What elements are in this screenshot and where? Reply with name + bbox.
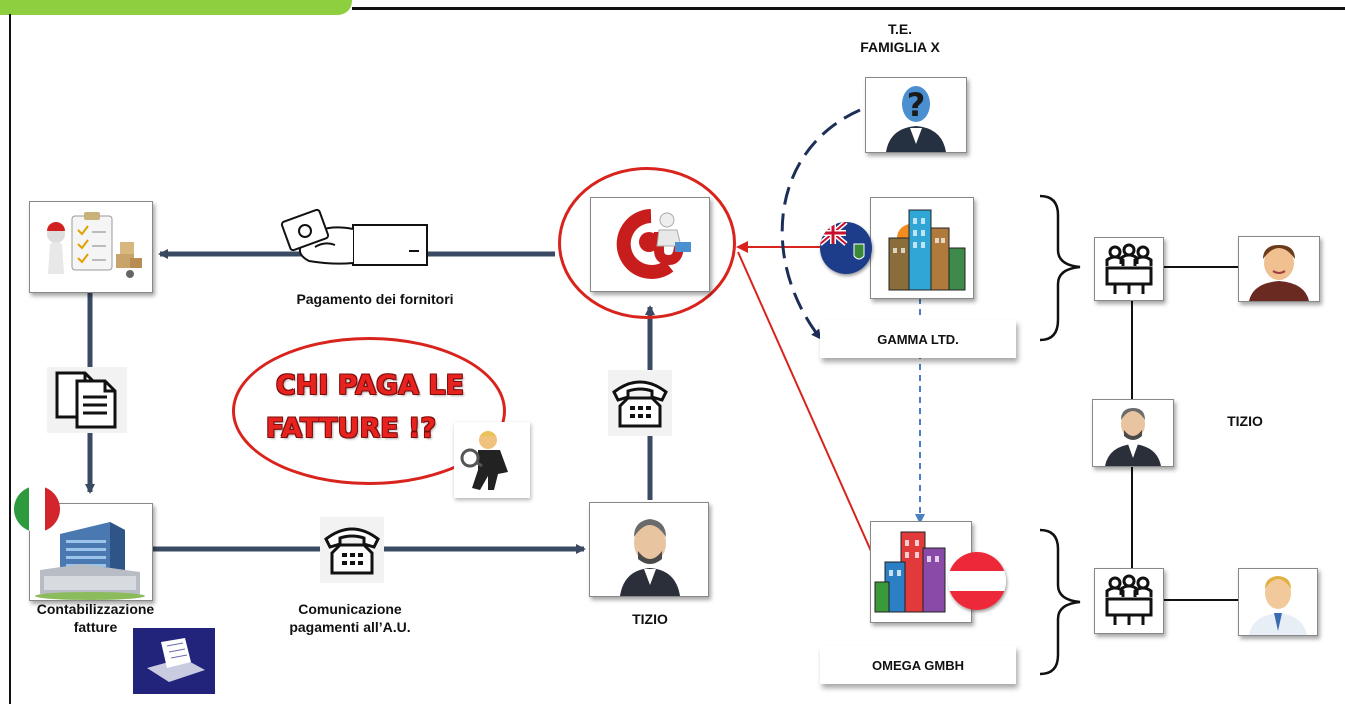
tizio-right-label: TIZIO [1227,413,1263,429]
company-italy-box [29,503,153,601]
bubble-line-1: CHI PAGA LE [275,370,465,401]
invoice-laptop-icon [133,628,215,694]
omega-label: OMEGA GMBH [820,646,1016,684]
payment-image [275,207,430,270]
gamma-label: GAMMA LTD. [820,320,1016,358]
board-icon-box-top [1094,237,1164,301]
header-rule [352,7,1345,10]
man-avatar-icon [1249,245,1309,301]
question-person-icon: ? [886,86,946,152]
tizio-right-box [1092,399,1174,467]
highlight-circle [558,167,736,319]
telephone-icon [612,380,668,428]
telephone-box-vertical [608,370,672,436]
comunicazione-label: Comunicazione pagamenti all’A.U. [289,601,411,635]
gamma-building-box [870,197,974,299]
person-right-top-box [1238,236,1320,302]
telephone-box-bottom [320,517,384,583]
hand-payment-icon [280,208,428,266]
omega-red-line [737,251,876,561]
businessman-icon [620,519,680,596]
city-buildings-icon [888,209,966,291]
at-symbol-box [590,197,710,292]
person-right-bottom-box [1238,568,1318,636]
colorful-buildings-icon [874,531,946,613]
board-icon-box-bottom [1094,568,1164,634]
svg-text:?: ? [907,86,926,124]
te-famiglia-label: T.E. FAMIGLIA X [860,21,940,55]
telephone-icon [324,527,380,575]
bvi-flag-icon [820,222,872,274]
family-dashed-arrow [780,108,861,340]
invoice-laptop-box [133,628,215,694]
question-bubble [232,337,506,485]
detective-box [454,422,530,498]
pagamento-label: Pagamento dei fornitori [296,291,454,307]
man-avatar-icon [1249,576,1307,635]
documents-box [47,367,127,433]
bubble-line-2: FATTURE !? [265,413,437,444]
brace-omega [1039,528,1081,676]
brace-gamma [1039,194,1081,342]
unknown-person-box: ? [865,77,967,153]
at-symbol-icon [616,209,691,279]
tizio-center-label: TIZIO [632,611,668,627]
checklist-icon [47,212,142,278]
tizio-person-box [589,502,709,597]
documents-icon [55,371,117,429]
left-rule [9,14,11,704]
board-meeting-icon [1105,243,1153,294]
office-building-icon [35,522,145,600]
contabilizzazione-label: Contabilizzazione fatture [36,601,155,635]
austria-flag-icon [948,552,1006,610]
detective-icon [460,431,508,490]
header-accent-bar [0,0,352,15]
checklist-box [29,201,153,293]
italy-flag-icon [14,486,60,532]
businessman-icon [1105,408,1161,466]
board-meeting-icon [1105,574,1153,625]
